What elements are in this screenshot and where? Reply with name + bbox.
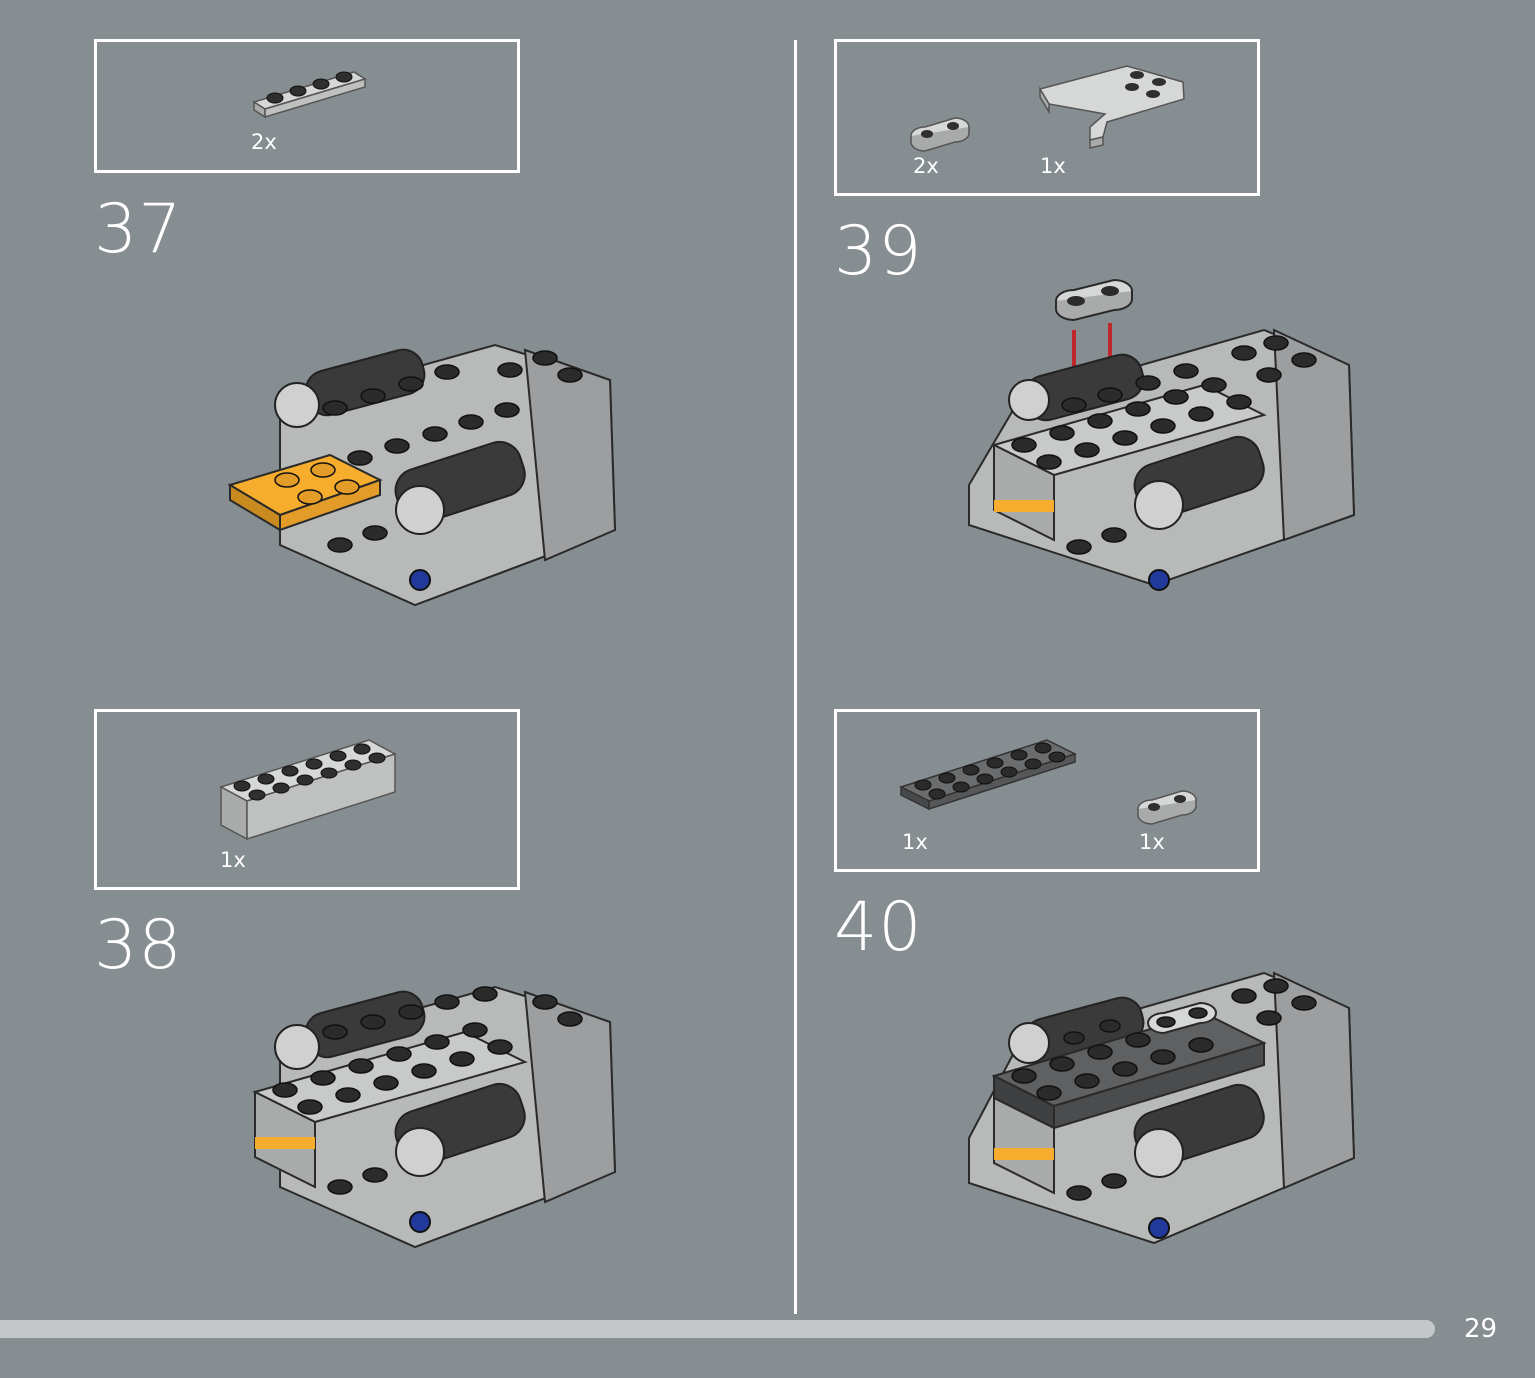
wedge-plate-icon (1038, 65, 1185, 149)
part-quantity: 1x (220, 848, 246, 872)
model-assembly-step-37 (227, 343, 617, 607)
page-number: 29 (1464, 1314, 1498, 1344)
part-quantity: 1x (902, 830, 928, 854)
step-number: 40 (834, 888, 923, 967)
part-quantity: 1x (1040, 154, 1066, 178)
model-assembly-step-40 (968, 971, 1356, 1245)
model-assembly-step-38 (252, 985, 617, 1249)
parts-callout-step-37: 2x (94, 39, 520, 173)
part-quantity: 1x (1139, 830, 1165, 854)
parts-icons-step-39 (910, 65, 1185, 152)
plate-2x6-icon (899, 739, 1077, 811)
parts-callout-step-39: 2x 1x (834, 39, 1260, 196)
page-progress-bar (0, 1320, 1435, 1338)
parts-callout-step-38: 1x (94, 709, 520, 890)
model-assembly-step-39 (968, 278, 1356, 591)
column-divider (794, 40, 797, 1314)
part-quantity: 2x (913, 154, 939, 178)
parts-icons-step-40 (899, 739, 1197, 825)
parts-callout-step-40: 1x 1x (834, 709, 1260, 872)
plate-1x4-icon (252, 71, 367, 119)
step-number: 39 (834, 212, 923, 291)
brick-2x6-icon (219, 739, 397, 841)
plate-1x2-rounded-icon (1137, 790, 1197, 825)
step-number: 37 (94, 190, 183, 269)
plate-1x2-rounded-icon (910, 117, 970, 152)
step-number: 38 (94, 906, 183, 985)
part-quantity: 2x (251, 130, 277, 154)
